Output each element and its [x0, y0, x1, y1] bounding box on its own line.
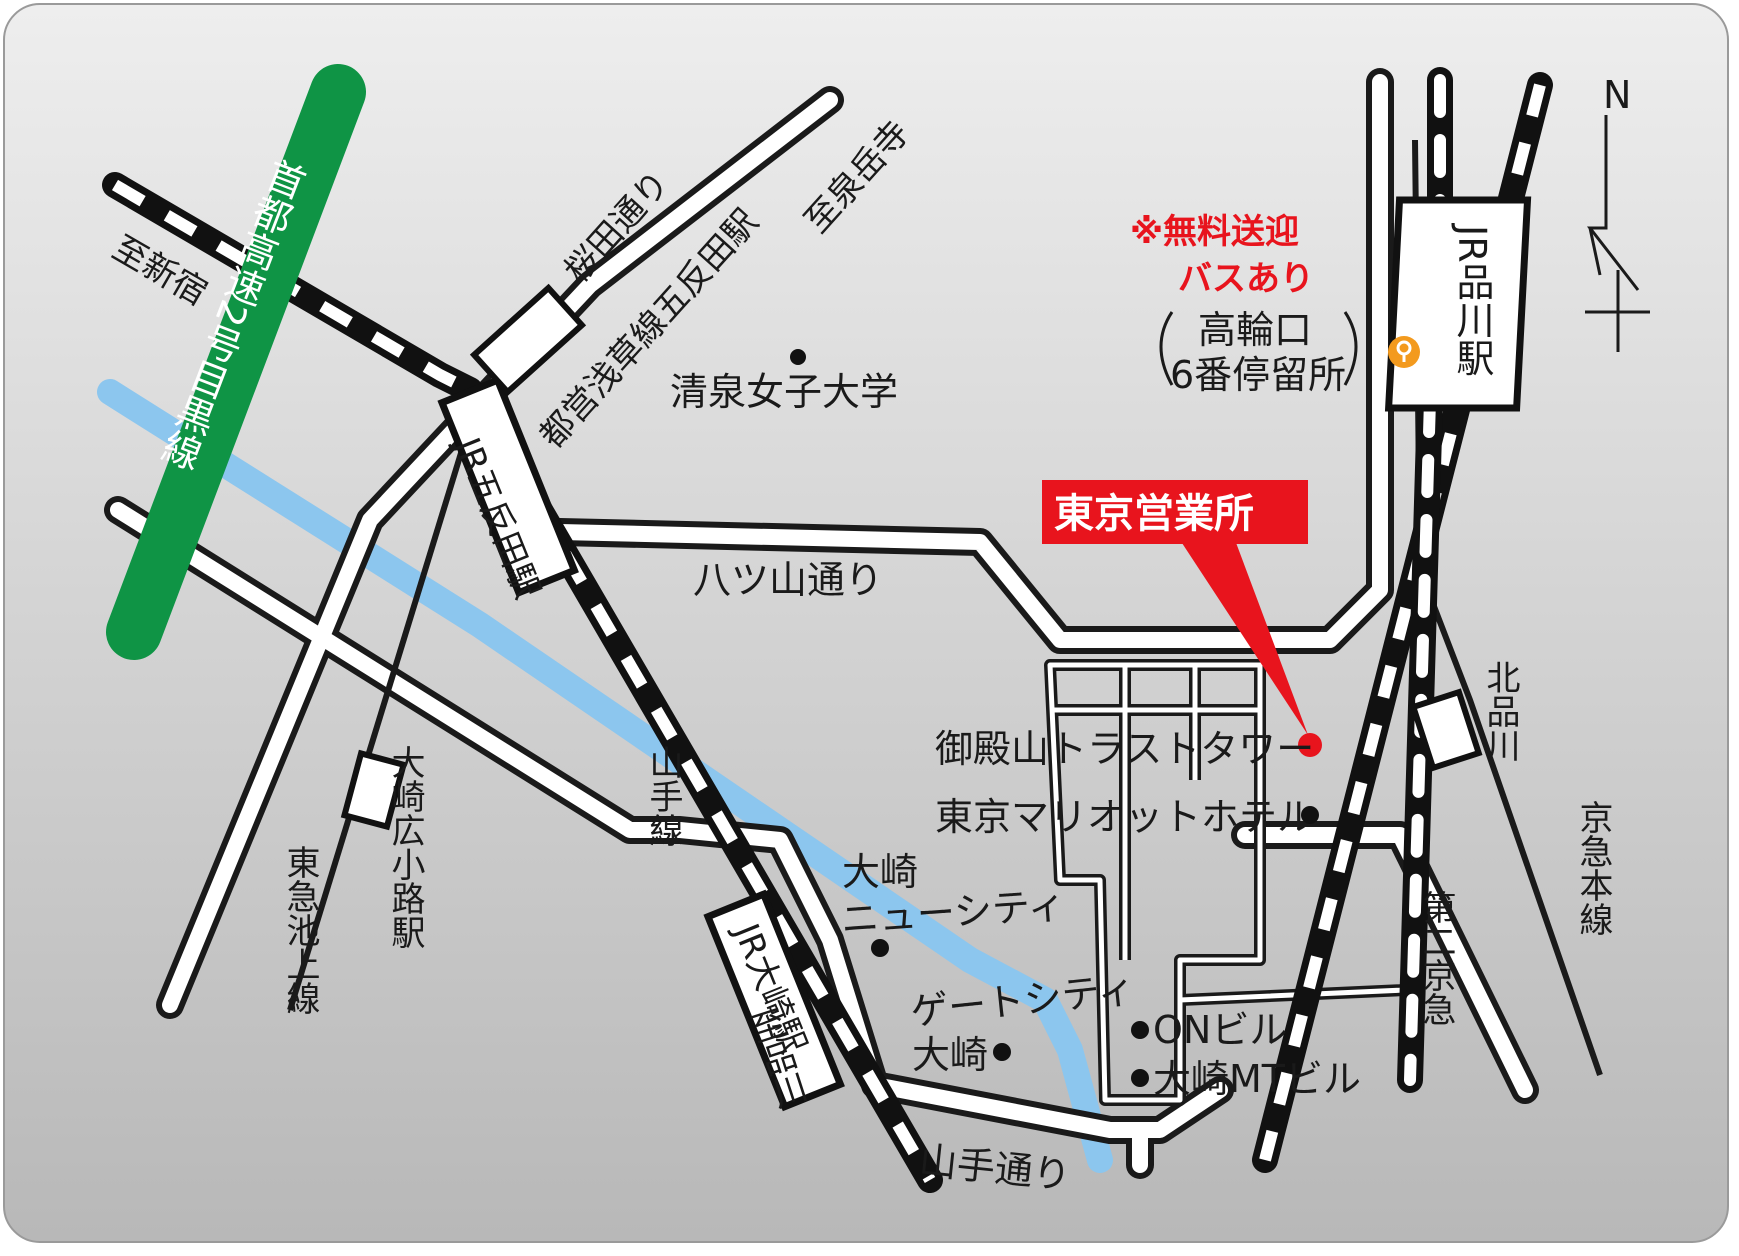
north-arrow-icon — [1585, 115, 1650, 352]
toei-gotanda-box — [469, 283, 587, 397]
map-background — [3, 3, 1729, 1243]
yatsuyama-dori-label: 八ツ山通り — [693, 558, 883, 602]
north-label: N — [1603, 73, 1631, 117]
seisen-univ-marker — [790, 349, 806, 365]
newcity-marker — [871, 939, 889, 957]
tokyu-ikegami-line — [287, 439, 468, 1011]
bus-stop-line2: 6番停留所 — [1170, 353, 1346, 397]
roads-fill — [110, 74, 1533, 1173]
office-pointer — [1180, 540, 1308, 735]
office-location-marker — [1298, 733, 1322, 757]
gatecity-label-2: 大崎 — [912, 1033, 988, 1077]
daini-keihin-label: 第二京急 — [1416, 890, 1456, 1026]
keikyu-line-label: 京急本線 — [1573, 800, 1613, 936]
newcity-label-1: 大崎 — [842, 850, 918, 894]
kita-shinagawa-label: 北品川 — [1480, 660, 1520, 762]
seisen-univ-label: 清泉女子大学 — [670, 370, 898, 414]
free-shuttle-line1: ※無料送迎 — [1130, 212, 1299, 252]
on-bldg-label: ONビル — [1153, 1008, 1287, 1052]
gotanda-station-box — [437, 375, 579, 598]
marriott-marker — [1301, 806, 1319, 824]
bus-paren-right — [1343, 311, 1358, 386]
on-bldg-marker — [1131, 1021, 1149, 1039]
osaki-station-box — [703, 889, 845, 1112]
shinagawa-tracks — [1397, 67, 1453, 1093]
mt-bldg-marker — [1131, 1069, 1149, 1087]
yamanote-line-label: 山手線 — [643, 745, 683, 847]
tokyu-ikegami-label: 東急池上線 — [280, 845, 320, 1015]
gatecity-marker — [993, 1043, 1011, 1061]
mt-bldg-label: 大崎MTビル — [1153, 1057, 1361, 1101]
marriott-label: 東京マリオットホテル — [935, 795, 1315, 839]
shinagawa-station-label: JR品川駅 — [1450, 223, 1494, 377]
osaki-hirokoji-box — [340, 749, 408, 831]
trust-tower-label: 御殿山トラストタワー — [935, 727, 1314, 771]
kita-shinagawa-box — [1409, 688, 1483, 772]
bus-stop-line1: 高輪口 — [1198, 308, 1312, 352]
expressway-route2 — [106, 64, 366, 660]
bus-stop-icon — [1388, 336, 1420, 368]
shinagawa-station-box — [1384, 196, 1532, 412]
office-label: 東京営業所 — [1054, 491, 1254, 537]
osaki-hirokoji-label: 大崎広小路駅 — [385, 745, 425, 949]
office-tag — [1042, 480, 1308, 544]
bus-paren-left — [1159, 311, 1174, 386]
free-shuttle-line2: バスあり — [1178, 259, 1314, 299]
